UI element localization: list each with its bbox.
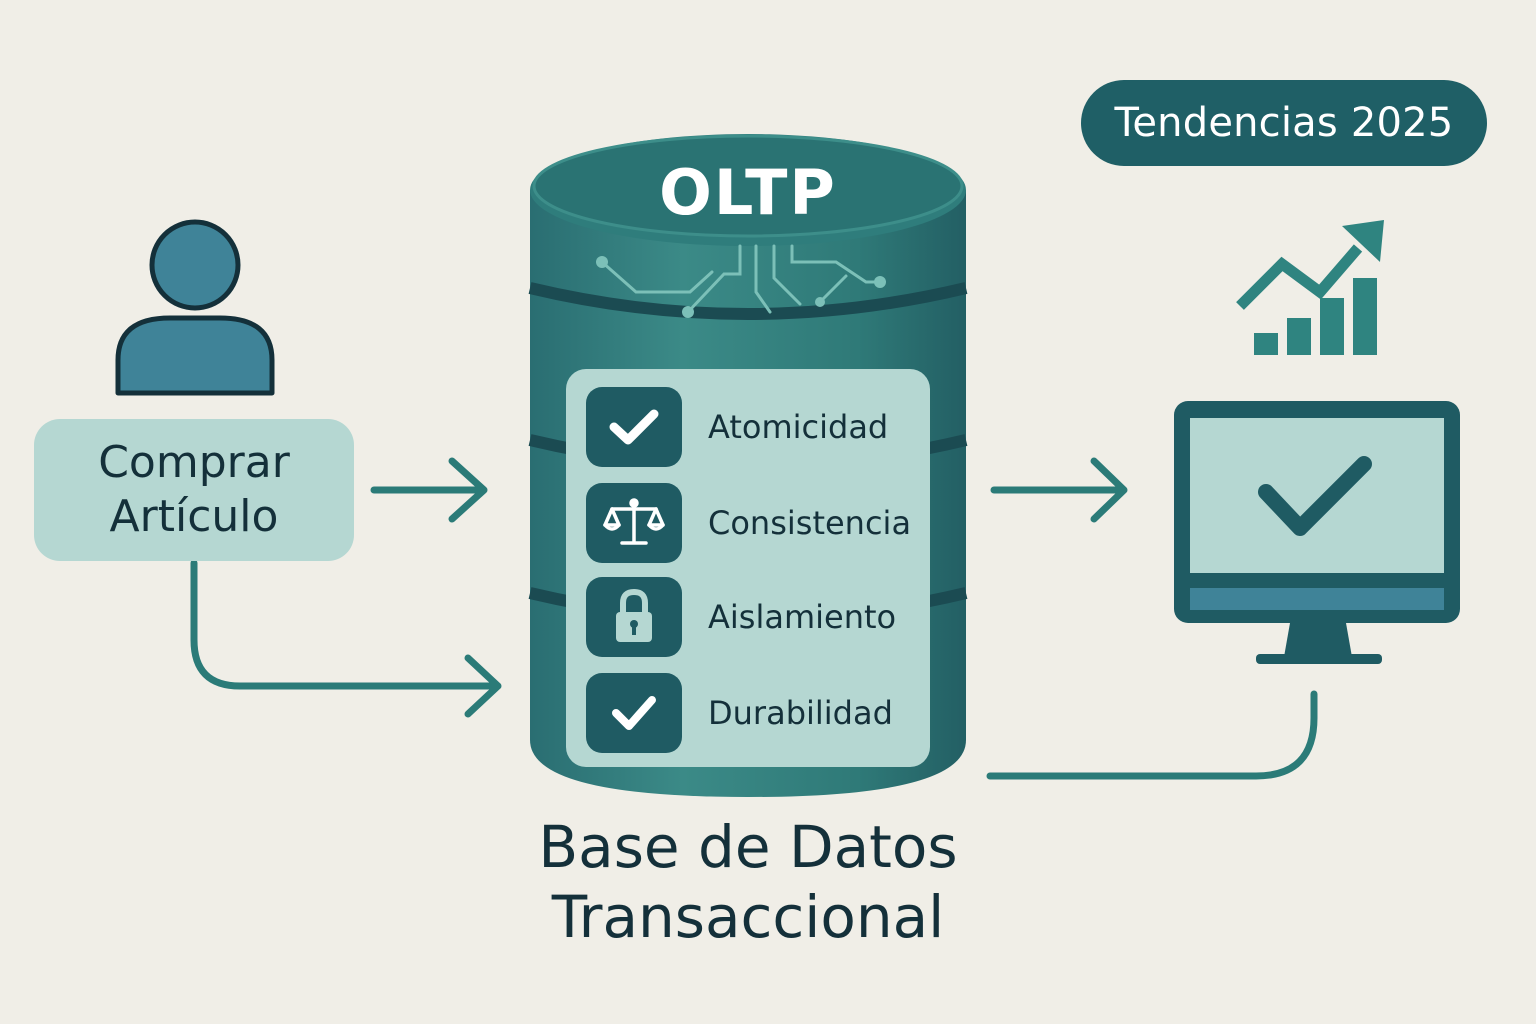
- acid-properties-panel: Atomicidad Consistencia: [566, 369, 930, 767]
- acid-item-label: Durabilidad: [708, 694, 893, 732]
- acid-item-durability: Durabilidad: [586, 673, 926, 753]
- arrow-to-monitor: [990, 457, 1128, 523]
- database-caption-line2: Transaccional: [551, 883, 945, 951]
- database-label: OLTP: [530, 150, 966, 234]
- acid-item-consistency: Consistencia: [586, 483, 926, 563]
- database-caption-line1: Base de Datos: [538, 813, 958, 881]
- database-label-text: OLTP: [659, 155, 837, 229]
- rising-bar-chart-icon: [1236, 220, 1384, 355]
- acid-item-label: Atomicidad: [708, 408, 889, 446]
- arrow-to-database-bottom: [190, 559, 502, 718]
- check-icon: [586, 673, 682, 753]
- scales-icon: [586, 483, 682, 563]
- padlock-icon: [586, 577, 682, 657]
- acid-item-label: Aislamiento: [708, 598, 897, 636]
- acid-item-label: Consistencia: [708, 504, 912, 542]
- database-caption: Base de Datos Transaccional: [480, 812, 1016, 952]
- return-line: [986, 690, 1318, 780]
- connector-arrows-right: [986, 457, 1318, 780]
- trend-badge: Tendencias 2025: [1081, 80, 1487, 166]
- trend-badge-label: Tendencias 2025: [1114, 100, 1454, 146]
- connector-arrows-left: [190, 457, 502, 718]
- acid-item-isolation: Aislamiento: [586, 577, 926, 657]
- purchase-action-box: Comprar Artículo: [34, 419, 354, 561]
- user-icon: [115, 219, 275, 396]
- circuit-traces: [600, 244, 882, 314]
- check-icon: [586, 387, 682, 467]
- purchase-action-line1: Comprar: [98, 437, 290, 488]
- acid-item-atomicity: Atomicidad: [586, 387, 926, 467]
- monitor-check-icon: [1174, 401, 1460, 664]
- purchase-action-line2: Artículo: [109, 491, 279, 542]
- arrow-to-database-top: [370, 457, 488, 523]
